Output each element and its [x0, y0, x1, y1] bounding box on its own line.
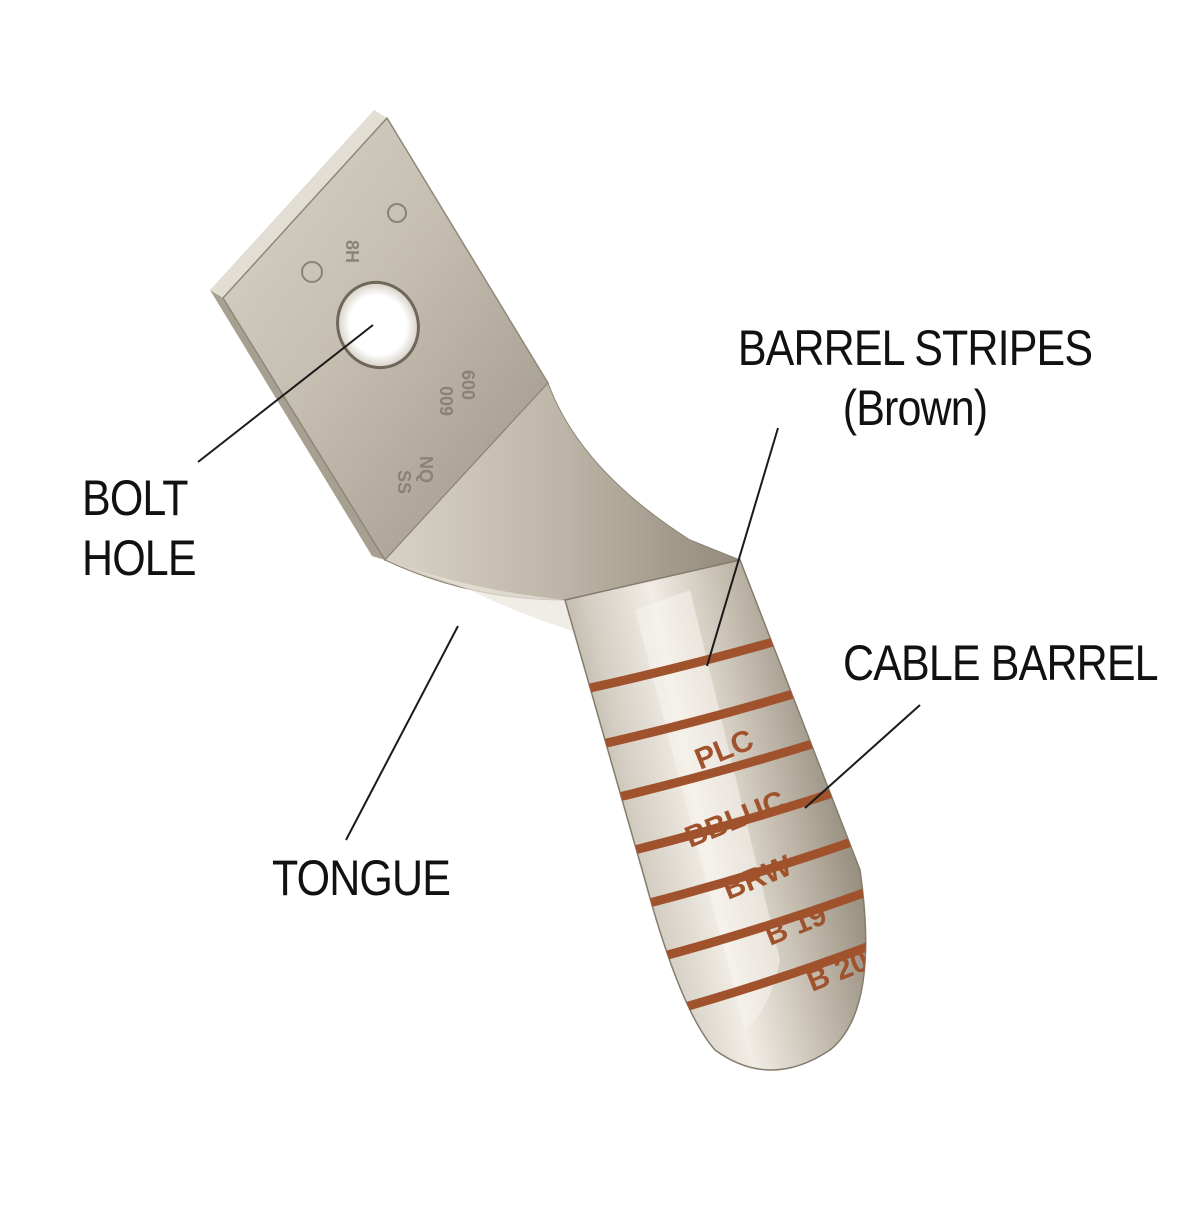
- tongue-label: TONGUE: [272, 848, 451, 908]
- barrel-stripes-leader: [706, 427, 779, 667]
- tongue: [384, 382, 742, 601]
- barrel-stripes-label-line-1: BARREL STRIPES: [737, 320, 1093, 376]
- cable-barrel-leader: [804, 704, 921, 809]
- leader-lines: [197, 324, 921, 841]
- cable-barrel-label: CABLE BARREL: [843, 633, 1159, 693]
- svg-text:600: 600: [458, 370, 478, 400]
- bolt-hole-label-line-1: BOLT: [82, 470, 189, 526]
- pad-edge: [210, 110, 387, 298]
- pad-side-edge: [210, 290, 385, 560]
- pad-stamp-text: 8H 009 600 SS NQ: [342, 240, 478, 494]
- bolt-hole-label: BOLT HOLE: [82, 468, 197, 588]
- svg-text:009: 009: [436, 386, 456, 416]
- svg-text:SS: SS: [394, 470, 414, 494]
- pad-stamps: [301, 203, 407, 283]
- barrel-shine: [635, 590, 780, 1030]
- barrel-stripes-label: BARREL STRIPES (Brown): [730, 318, 1100, 438]
- bolt-hole-leader: [197, 324, 374, 463]
- tongue-label-text: TONGUE: [272, 850, 451, 906]
- svg-text:NQ: NQ: [416, 456, 436, 483]
- cable-barrel-label-text: CABLE BARREL: [843, 635, 1159, 691]
- barrel-stripes-label-line-2: (Brown): [842, 380, 988, 436]
- tongue-highlight: [385, 560, 600, 640]
- svg-text:8H: 8H: [342, 240, 362, 263]
- barrel-stripe: [617, 827, 866, 915]
- bolt-hole: [336, 280, 420, 370]
- tongue-leader: [345, 625, 459, 841]
- bolt-hole-label-line-2: HOLE: [82, 530, 197, 586]
